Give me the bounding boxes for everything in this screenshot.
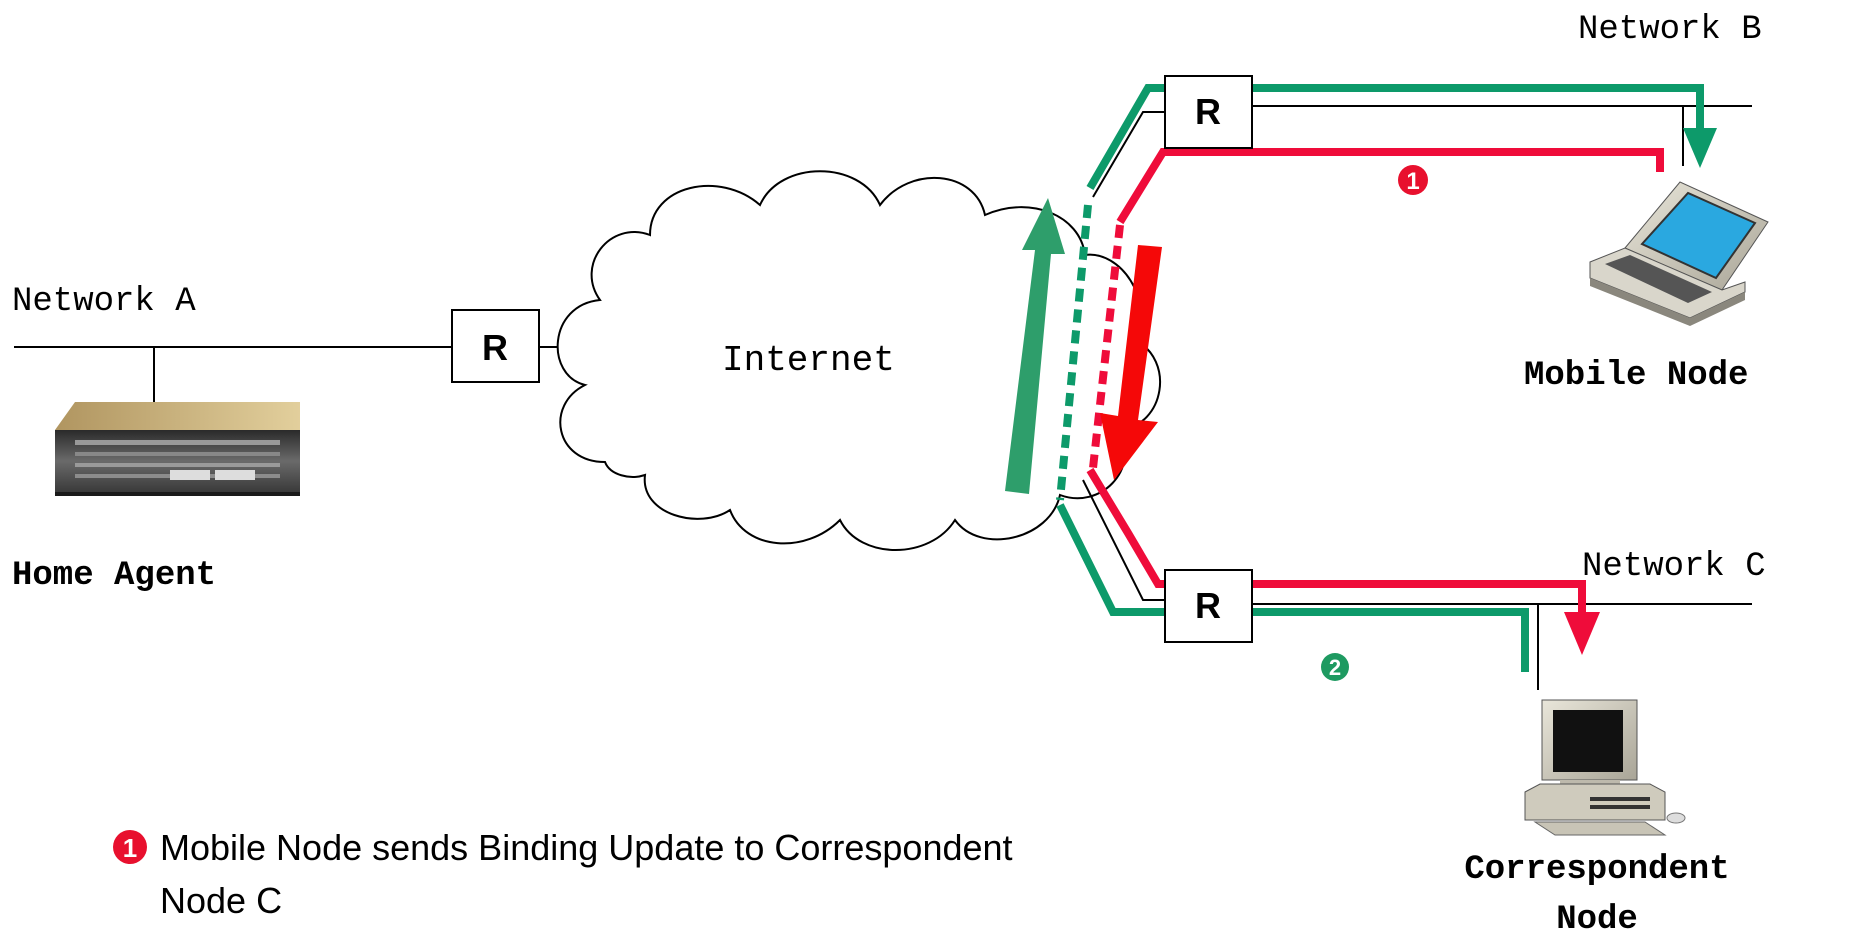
correspondent-node-label-line1: Correspondent — [1464, 851, 1729, 889]
router-network-a — [451, 309, 540, 383]
correspondent-node-label-line2: Node — [1556, 901, 1638, 937]
link-cloud-router-b — [1092, 111, 1165, 198]
network-b-label: Network B — [1578, 11, 1762, 49]
router-network-c — [1164, 569, 1253, 643]
green-path — [1056, 84, 1704, 672]
big-green-arrow — [1005, 198, 1065, 494]
mobile-node-label: Mobile Node — [1524, 357, 1748, 395]
caption-step-marker-1-label: 1 — [123, 833, 137, 863]
step-marker-2-label: 2 — [1329, 655, 1341, 680]
step-marker-1: 1 — [1398, 165, 1428, 195]
home-agent-router-picture — [55, 402, 300, 496]
red-arrowhead-correspondent — [1564, 612, 1600, 655]
green-arrowhead-mobile — [1683, 128, 1717, 168]
router-b-label: R — [1195, 91, 1221, 132]
step-marker-1-label: 1 — [1406, 168, 1419, 195]
home-agent-label: Home Agent — [12, 557, 216, 595]
caption-step-marker-1: 1 — [113, 830, 147, 864]
router-c-label: R — [1195, 585, 1221, 626]
internet-cloud — [556, 170, 1161, 551]
router-a-label: R — [482, 327, 508, 368]
step-marker-2: 2 — [1321, 653, 1349, 681]
caption-line-2: Node C — [160, 880, 282, 921]
caption-line-1: Mobile Node sends Binding Update to Corr… — [160, 827, 1013, 868]
big-red-arrow — [1100, 245, 1162, 480]
link-cloud-router-c — [1082, 479, 1165, 601]
router-network-b — [1164, 75, 1253, 149]
desktop-computer-picture — [1524, 699, 1686, 836]
laptop-picture — [1589, 181, 1769, 326]
network-a-label: Network A — [12, 283, 196, 321]
red-path — [1086, 148, 1664, 620]
network-c-label: Network C — [1582, 548, 1766, 586]
internet-label: Internet — [722, 340, 895, 381]
